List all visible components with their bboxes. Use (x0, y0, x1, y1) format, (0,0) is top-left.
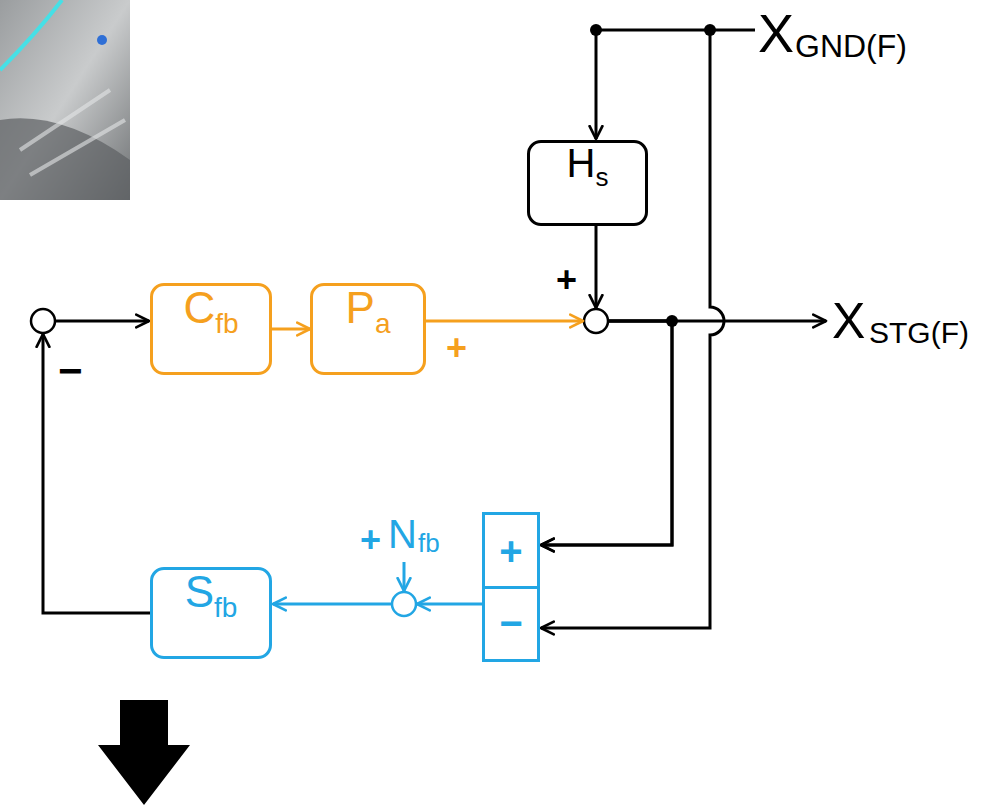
noise-subscript: fb (418, 530, 440, 556)
photo-fragment (0, 0, 130, 200)
block-symbol: S (185, 570, 214, 614)
signal-connector (541, 226, 672, 545)
block-subscript: fb (214, 594, 237, 622)
connector-segment (417, 603, 482, 606)
sum-junction (31, 309, 55, 333)
sign-minus: − (58, 350, 83, 392)
connector-segment (595, 226, 598, 308)
sign-text: − (499, 603, 522, 643)
signal-wire (541, 30, 724, 628)
block-symbol: H (567, 143, 596, 183)
signal-subscript: GND(F) (795, 30, 907, 62)
junction-dot (704, 24, 716, 36)
connector-segment (273, 603, 392, 606)
noise-wire (403, 562, 406, 591)
signal-wire (595, 30, 598, 139)
sign-plus: + (446, 330, 467, 366)
filter-box: Hs (527, 140, 648, 226)
signal-connector (43, 321, 150, 613)
block-subscript: fb (215, 310, 238, 338)
block-subscript: s (595, 164, 608, 190)
sign-plus: + (360, 522, 381, 558)
signal-name: X (832, 296, 865, 346)
signal-connector (426, 321, 672, 545)
signal-wire (596, 29, 755, 32)
block-subscript: a (375, 310, 391, 338)
junction-dot (590, 24, 602, 36)
connector-segment (43, 334, 150, 613)
connector-segment (55, 320, 149, 323)
signal-name: X (758, 6, 794, 60)
connector-segment (541, 321, 672, 545)
block-symbol: C (183, 286, 215, 330)
down-arrow (98, 700, 190, 805)
sum-junction (584, 309, 608, 333)
signal-connector (273, 604, 482, 605)
divider-line (485, 586, 537, 589)
noise-name: N (388, 514, 417, 554)
block-symbol: P (346, 286, 375, 330)
sum-junction (392, 592, 416, 616)
sign-text: + (499, 531, 522, 571)
sign-plus: + (556, 262, 577, 298)
plant-box: Pa (310, 283, 426, 375)
controller-box: Cfb (150, 283, 272, 375)
connector-segment (426, 320, 583, 323)
sensor-box: Sfb (150, 567, 272, 659)
connector-segment (541, 321, 672, 545)
difference-box: +− (482, 512, 540, 662)
signal-subscript: STG(F) (869, 318, 969, 348)
signal-connector (272, 329, 310, 330)
connector-segment (272, 328, 310, 331)
